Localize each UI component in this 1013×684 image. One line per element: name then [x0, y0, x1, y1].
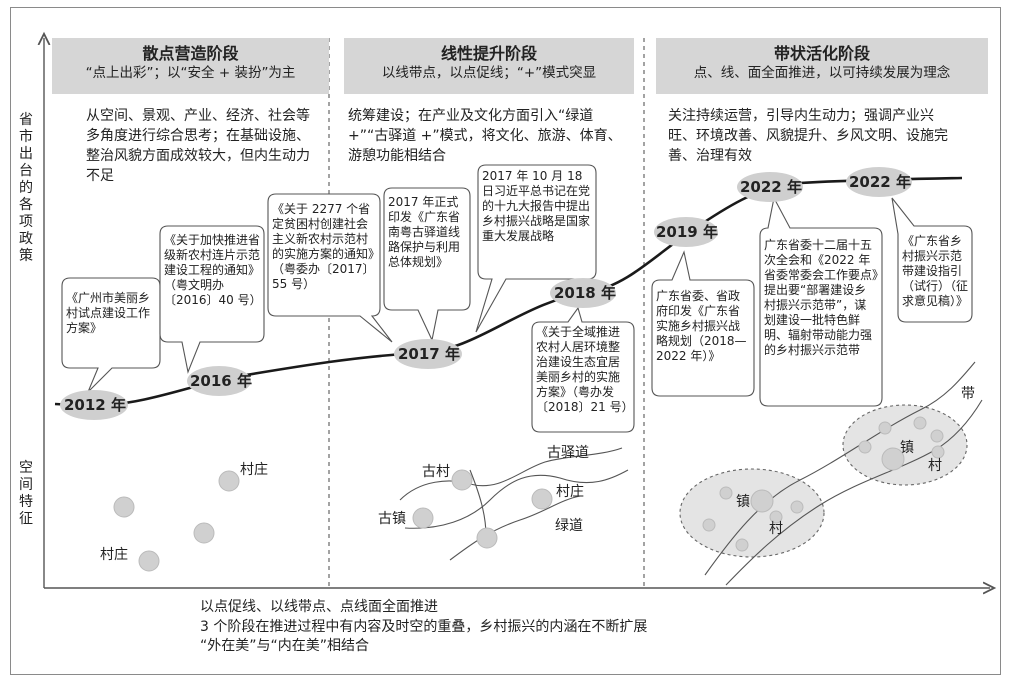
- town-dot: [881, 447, 905, 471]
- village-dot: [193, 522, 215, 544]
- bubble-2016: [159, 225, 265, 374]
- policy-2016: 《关于加快推进省级新农村连片示范建设工程的通知》（粤文明办〔2016〕40 号）: [164, 233, 262, 307]
- bubble-2017-c: [475, 164, 597, 333]
- belt-line: [725, 399, 983, 586]
- stage-description-2: 统筹建设；在产业及文化方面引入“绿道 +”“古驿道 +”模式，将文化、旅游、体育…: [348, 108, 622, 164]
- stage-header-2: 线性提升阶段 以线带点，以点促线；“+”模式突显: [344, 38, 634, 94]
- footer-line: “外在美”与“内在美”相结合: [200, 638, 370, 654]
- stage-header-3: 带状活化阶段 点、线、面全面推进，以可持续发展为理念: [656, 38, 988, 94]
- label-belt: 带: [961, 386, 975, 402]
- policy-2018: 《关于全域推进农村人居环境整治建设生态宜居美丽乡村的实施方案》（粤办发〔2018…: [536, 325, 634, 414]
- link-line: [449, 495, 581, 561]
- year-label-2019: 2019 年: [656, 223, 718, 241]
- bubble-2022-b: [891, 197, 973, 323]
- year-capsule-2017: [394, 339, 462, 369]
- label-village: 村庄: [240, 462, 268, 478]
- stage-subtitle: 点、线、面全面推进，以可持续发展为理念: [693, 65, 951, 81]
- village-dot: [858, 440, 872, 454]
- village-dot: [531, 488, 553, 510]
- village-dot: [931, 445, 945, 459]
- policy-2022-b: 《广东省乡村振兴示范带建设指引（试行）（征求意见稿）》: [902, 234, 969, 308]
- ancient-post-road-line: [404, 469, 629, 529]
- label-ancient-town: 古镇: [378, 511, 406, 527]
- village-dot: [769, 510, 783, 524]
- year-label-2016: 2016 年: [190, 372, 252, 390]
- village-dot: [913, 416, 927, 430]
- stage-title: 线性提升阶段: [440, 44, 537, 63]
- village-dot: [719, 486, 733, 500]
- village-dot: [476, 527, 498, 549]
- label-village: 村庄: [100, 547, 128, 563]
- year-capsule-2022-b: [846, 167, 912, 197]
- footer-notes: 以点促线、以线带点、点线面全面推进 3 个阶段在推进过程中有内容及时空的重叠，乡…: [200, 598, 647, 657]
- belt-line: [704, 361, 976, 576]
- year-capsule-2016: [187, 366, 251, 396]
- year-capsule-2022-a: [737, 172, 803, 202]
- figure-frame: [10, 7, 1001, 675]
- label-village: 村: [928, 458, 942, 474]
- footer-line: 3 个阶段在推进过程中有内容及时空的重叠，乡村振兴的内涵在不断扩展: [200, 618, 648, 635]
- village-dot: [790, 500, 804, 514]
- village-dot: [930, 429, 944, 443]
- stage-subtitle: 以线带点，以点促线；“+”模式突显: [381, 65, 597, 81]
- policy-2012: 《广州市美丽乡村试点建设工作方案》: [66, 291, 151, 335]
- policy-2022-a: 广东省委十二届十五次全会和《2022 年省委常委会工作要点》提出要“部署建设乡村…: [764, 238, 879, 357]
- village-dot: [878, 421, 892, 435]
- bubble-2018: [531, 306, 635, 433]
- village-dot: [702, 518, 716, 532]
- year-label-2022-b: 2022 年: [849, 173, 911, 191]
- bubble-2017-b: [383, 187, 471, 342]
- stage-subtitle: “点上出彩”；以“安全 + 装扮”为主: [85, 65, 296, 81]
- policy-2017-c: 2017 年 10 月 18 日习近平总书记在党的十九大报告中提出乡村振兴战略是…: [482, 169, 591, 243]
- town-zone-a: [679, 468, 825, 558]
- label-village: 村: [769, 521, 783, 537]
- stage-title: 散点营造阶段: [142, 44, 239, 63]
- bubble-2017-a: [267, 193, 393, 343]
- stage-description-1: 从空间、景观、产业、经济、社会等多角度进行综合思考；在基础设施、整治风貌方面成效…: [86, 108, 310, 184]
- label-village: 村庄: [556, 484, 584, 500]
- year-label-2012: 2012 年: [64, 396, 126, 414]
- year-capsule-2012: [60, 390, 128, 420]
- policy-2017-a: 《关于 2277 个省定贫困村创建社会主义新农村示范村的实施方案的通知》（粤委办…: [272, 202, 375, 291]
- label-greenway: 绿道: [555, 518, 583, 534]
- y-axis-label-policies: 省市出台的各项政策: [19, 112, 33, 264]
- village-dot: [138, 550, 160, 572]
- town-zone-b: [842, 404, 968, 486]
- y-axis-label-spatial: 空间特征: [19, 460, 33, 527]
- policy-2017-b: 2017 年正式印发《广东省南粤古驿道线路保护与利用总体规划》: [388, 195, 461, 269]
- stage-header-1: 散点营造阶段 “点上出彩”；以“安全 + 装扮”为主: [52, 38, 329, 94]
- bubble-2019: [651, 250, 755, 397]
- year-label-2022-a: 2022 年: [740, 178, 802, 196]
- stage-title: 带状活化阶段: [773, 44, 870, 63]
- village-dot: [451, 469, 473, 491]
- stage-description-3: 关注持续运营，引导内生动力；强调产业兴旺、环境改善、风貌提升、乡风文明、设施完善…: [668, 108, 948, 164]
- bubble-2012: [61, 277, 161, 393]
- footer-line: 以点促线、以线带点、点线面全面推进: [200, 599, 438, 615]
- label-town: 镇: [736, 494, 750, 510]
- village-dot: [218, 470, 240, 492]
- policy-2019: 广东省委、省政府印发《广东省实施乡村振兴战略规划（2018—2022 年）》: [656, 289, 747, 363]
- village-dot: [113, 496, 135, 518]
- town-dot: [750, 489, 774, 513]
- year-label-2018: 2018 年: [554, 284, 616, 302]
- label-ancient-post-road: 古驿道: [547, 445, 589, 461]
- year-capsule-2019: [654, 217, 718, 247]
- year-capsule-2018: [550, 278, 616, 308]
- greenway-line: [399, 447, 623, 501]
- label-ancient-village: 古村: [422, 464, 450, 480]
- label-town: 镇: [900, 440, 914, 456]
- village-dot: [735, 538, 749, 552]
- year-label-2017: 2017 年: [398, 345, 460, 363]
- bubble-2022-a: [759, 196, 883, 407]
- village-dot: [412, 507, 434, 529]
